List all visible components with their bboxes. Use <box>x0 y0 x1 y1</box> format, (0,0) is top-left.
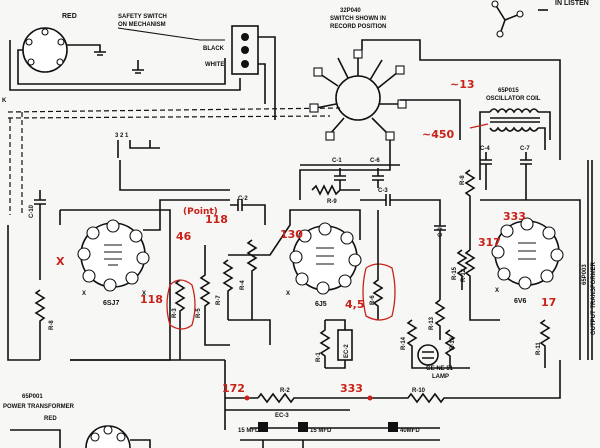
annotation-v13: ~13 <box>450 78 475 91</box>
ec3-cap-b <box>298 422 308 432</box>
r15-label: R-15 <box>452 266 458 280</box>
r7-label: R-7 <box>216 295 222 305</box>
ec3-cap-a <box>258 422 268 432</box>
r9-label: R-9 <box>327 199 337 205</box>
tube-6sj7 <box>77 219 150 292</box>
r12-label: R-12 <box>461 268 467 282</box>
c3-label: C-3 <box>378 188 388 194</box>
annotation-v46: 46 <box>176 230 192 243</box>
cap-40-symbol <box>388 422 398 432</box>
osc-coil-label: OSCILLATOR COIL <box>486 96 541 102</box>
annotation-v317: 317 <box>478 236 501 249</box>
output-part-number: 65P003 <box>582 264 588 285</box>
r1-label: R-1 <box>316 352 322 362</box>
annotation-v118-left: 118 <box>140 293 163 306</box>
c7-label: C-7 <box>520 146 530 152</box>
annotation-v450: ~450 <box>422 128 455 141</box>
x-mark-3: X <box>286 291 290 297</box>
in-listen-label: IN LISTEN <box>555 0 589 7</box>
ge-lamp-label-1: GE NE 51 <box>426 366 454 372</box>
neon-lamp <box>417 344 439 366</box>
power-transformer-socket <box>10 425 131 448</box>
annotation-v172: 172 <box>222 382 245 395</box>
annotation-v45: 4,5 <box>345 298 365 311</box>
annotation-v118-top: 118 <box>205 213 228 226</box>
r8-left-label: R-8 <box>49 320 55 330</box>
tube-6v6-label: 6V6 <box>514 298 527 305</box>
r10-label: R-10 <box>412 388 426 394</box>
safety-switch-label-2: ON MECHANISM <box>118 22 166 28</box>
switch-part-number: 32P040 <box>340 8 361 14</box>
r16-label: R-16 <box>450 336 456 350</box>
oscillator-coil <box>479 108 551 180</box>
annotation-v17: 17 <box>541 296 556 309</box>
r11-label: R-11 <box>536 342 542 355</box>
ge-lamp-label-2: LAMP <box>432 374 449 380</box>
cap-15mfd-a: 15 MFD <box>238 428 260 434</box>
c9-label: C-9 <box>438 227 444 237</box>
r5-label: R-5 <box>196 308 202 318</box>
annotation-point: (Point) <box>183 207 218 217</box>
tube-6j5-label: 6J5 <box>315 301 327 308</box>
node-dot-1 <box>244 395 250 401</box>
ec2-label: EC-2 <box>344 344 350 358</box>
x-mark-4: X <box>495 288 499 294</box>
cap-40mfd: 40MFD <box>400 428 420 434</box>
terminal-1 <box>241 33 249 41</box>
c6-label: C-6 <box>370 158 380 164</box>
k-label-left: K <box>2 98 7 104</box>
terminal-3 <box>241 60 249 68</box>
terminal-block <box>231 25 259 75</box>
c1-label: C-1 <box>332 158 342 164</box>
terminal-2 <box>241 46 249 54</box>
safety-switch-label-1: SAFETY SWITCH <box>118 14 167 20</box>
x-mark-2: X <box>142 291 146 297</box>
annotation-v333-bottom: 333 <box>340 382 363 395</box>
tube-6j5 <box>289 222 362 295</box>
r3-label: R-3 <box>172 308 178 318</box>
white-label: WHITE <box>205 62 224 68</box>
rotary-switch <box>309 49 407 141</box>
power-part-number: 65P001 <box>22 394 43 400</box>
c4-label: C-4 <box>480 146 490 152</box>
r6-label: R-6 <box>370 295 376 305</box>
x-mark-1: X <box>82 291 86 297</box>
switch-caption-1: SWITCH SHOWN IN <box>330 16 386 22</box>
osc-part-number: 65P015 <box>498 88 519 94</box>
output-transformer-label: OUTPUT TRANSFORMER <box>591 261 597 335</box>
listen-socket <box>491 0 524 38</box>
ec3-label: EC-3 <box>275 413 289 419</box>
annotation-v130: 130 <box>280 228 303 241</box>
black-label: BLACK <box>203 46 225 52</box>
red-label-bottom: RED <box>44 416 57 422</box>
c2-label: C-2 <box>238 196 248 202</box>
r14-label: R-14 <box>401 336 407 350</box>
cap-15mfd-b: 15 MFD <box>310 428 332 434</box>
annotation-v333-top: 333 <box>503 210 526 223</box>
annotation-x-red: X <box>56 255 65 268</box>
node-dot-2 <box>367 395 373 401</box>
r2-label: R-2 <box>280 388 290 394</box>
tube-6v6 <box>491 217 564 290</box>
tube-6sj7-label: 6SJ7 <box>103 300 119 307</box>
r8-mid-label: R-8 <box>460 175 466 185</box>
red-socket-top <box>22 27 68 73</box>
power-transformer-label: POWER TRANSFORMER <box>3 404 75 410</box>
r13-label: R-13 <box>429 316 435 330</box>
r4-label: R-4 <box>240 280 246 290</box>
c10-label: C-10 <box>29 204 35 218</box>
switch-3-2-1: 3 2 1 <box>115 133 129 139</box>
switch-caption-2: RECORD POSITION <box>330 24 386 30</box>
red-label-top: RED <box>62 13 77 20</box>
